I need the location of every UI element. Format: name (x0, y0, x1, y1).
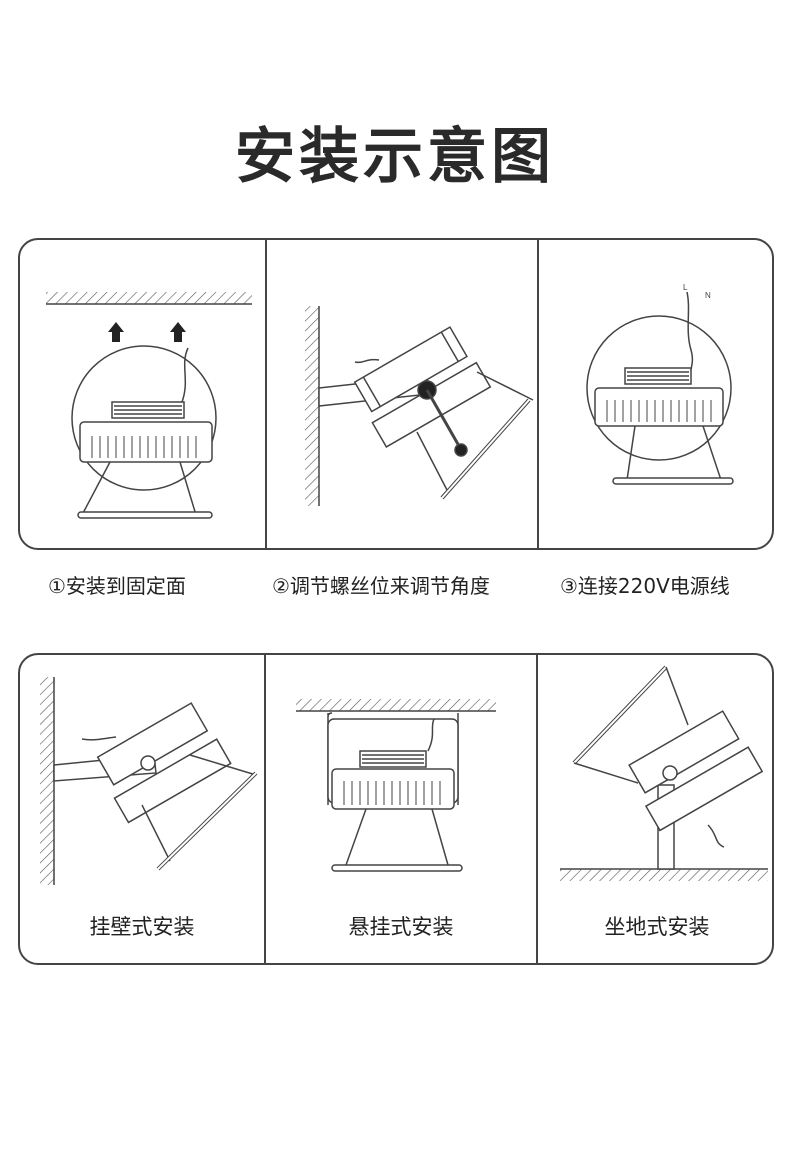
step-1-caption: ①安装到固定面 (48, 574, 186, 598)
wall-hatch (40, 677, 55, 885)
step-1-illustration (20, 240, 265, 548)
floodlight-front-view (586, 315, 734, 485)
arrow-up-icon (108, 322, 186, 342)
panel-divider (537, 240, 539, 548)
step-2-illustration (267, 240, 537, 548)
floor-hatch (560, 868, 768, 881)
step-2-caption: ②调节螺丝位来调节角度 (272, 574, 490, 598)
modes-panel: 挂壁式安装 悬挂式安装 坐地式安装 (18, 653, 774, 965)
wire-label-live: L (683, 283, 688, 292)
wall-hatch (305, 306, 320, 506)
ceiling-hatch (296, 699, 496, 712)
floodlight-front-view (71, 345, 217, 519)
panel-divider (265, 240, 267, 548)
hanging-mount-caption: 悬挂式安装 (348, 915, 454, 939)
floodlight-side-view (53, 702, 258, 871)
panel-divider (264, 655, 266, 963)
floodlight-front-view (327, 712, 463, 872)
step-3-illustration: L N (539, 240, 772, 548)
page-title: 安装示意图 (235, 122, 555, 192)
floodlight-side-view (572, 665, 764, 870)
panel-divider (536, 655, 538, 963)
floor-mount-illustration (538, 655, 772, 963)
floodlight-side-view (318, 326, 534, 500)
floor-mount-caption: 坐地式安装 (604, 915, 710, 939)
power-wire: L N (683, 283, 711, 376)
steps-panel: L N (18, 238, 774, 550)
ceiling-hatch (46, 292, 252, 305)
step-3-caption: ③连接220V电源线 (560, 574, 730, 598)
hanging-mount-illustration (266, 655, 536, 963)
wall-mount-caption: 挂壁式安装 (89, 915, 195, 939)
wall-mount-illustration (20, 655, 264, 963)
wire-label-neutral: N (705, 291, 711, 300)
